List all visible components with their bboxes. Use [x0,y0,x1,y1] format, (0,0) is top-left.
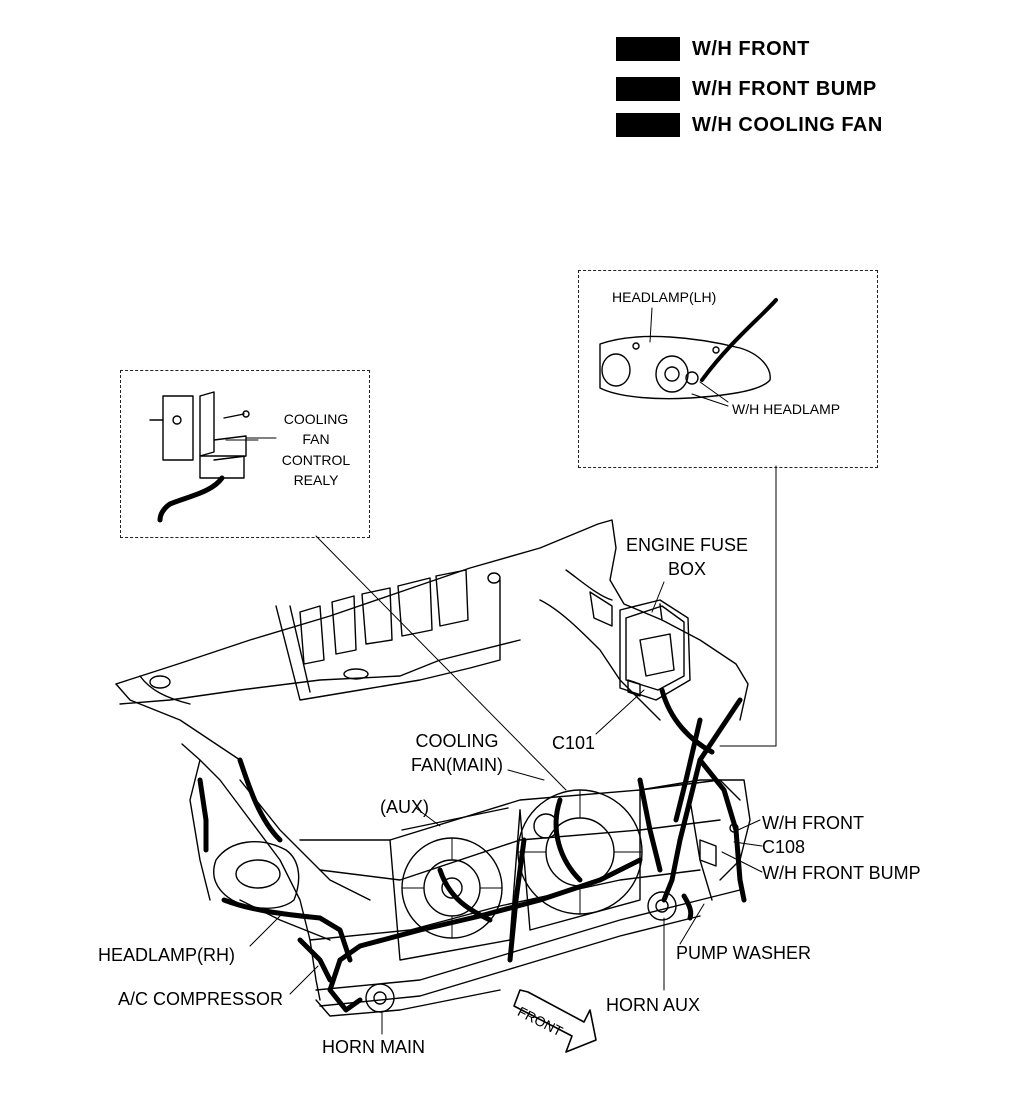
pump-washer-label: PUMP WASHER [676,943,812,963]
legend-swatch-front-bump [616,77,680,101]
legend-swatch-cooling-fan [616,113,680,137]
headlamp-lh-label: HEADLAMP(LH) [612,289,717,305]
engine-fuse-box-line-1: ENGINE FUSE [625,535,749,555]
relay-detail-drawing [149,391,277,523]
relay-label-line-3: CONTROL [281,451,351,468]
relay-label-line-1: COOLING [283,411,349,427]
headlamp-harness-label: W/H HEADLAMP [732,401,841,417]
horn-aux-label: HORN AUX [606,995,701,1015]
wh-front-bump-label: W/H FRONT BUMP [762,863,921,883]
front-arrow-shape [513,989,597,1053]
cooling-fan-main-line-1: COOLING [415,731,499,751]
wh-front-label: W/H FRONT [762,813,864,833]
cooling-fan-main-line-2: FAN(MAIN) [411,755,503,775]
c108-label: C108 [762,837,806,857]
cooling-fan-main-label: COOLING FAN(MAIN) [402,732,512,774]
inset-headlamp-lh [578,270,878,468]
relay-label: COOLING FAN CONTROL REALY [266,411,366,489]
legend-swatch-front [616,37,680,61]
engine-fuse-box-line-2: BOX [667,559,706,579]
legend-label-cooling-fan: W/H COOLING FAN [692,114,883,136]
headlamp-rh-label: HEADLAMP(RH) [98,945,236,965]
engine-fuse-box-label: ENGINE FUSE BOX [612,536,762,578]
c101-label: C101 [552,733,596,753]
headlamp-detail-drawing [599,298,778,403]
relay-label-line-2: FAN [302,431,330,448]
ac-compressor-label: A/C COMPRESSOR [118,989,284,1009]
relay-label-line-4: REALY [293,472,339,489]
legend-label-front-bump: W/H FRONT BUMP [692,78,877,100]
legend-label-front: W/H FRONT [692,38,810,60]
horn-main-label: HORN MAIN [322,1037,425,1057]
aux-fan-label: (AUX) [380,797,429,817]
